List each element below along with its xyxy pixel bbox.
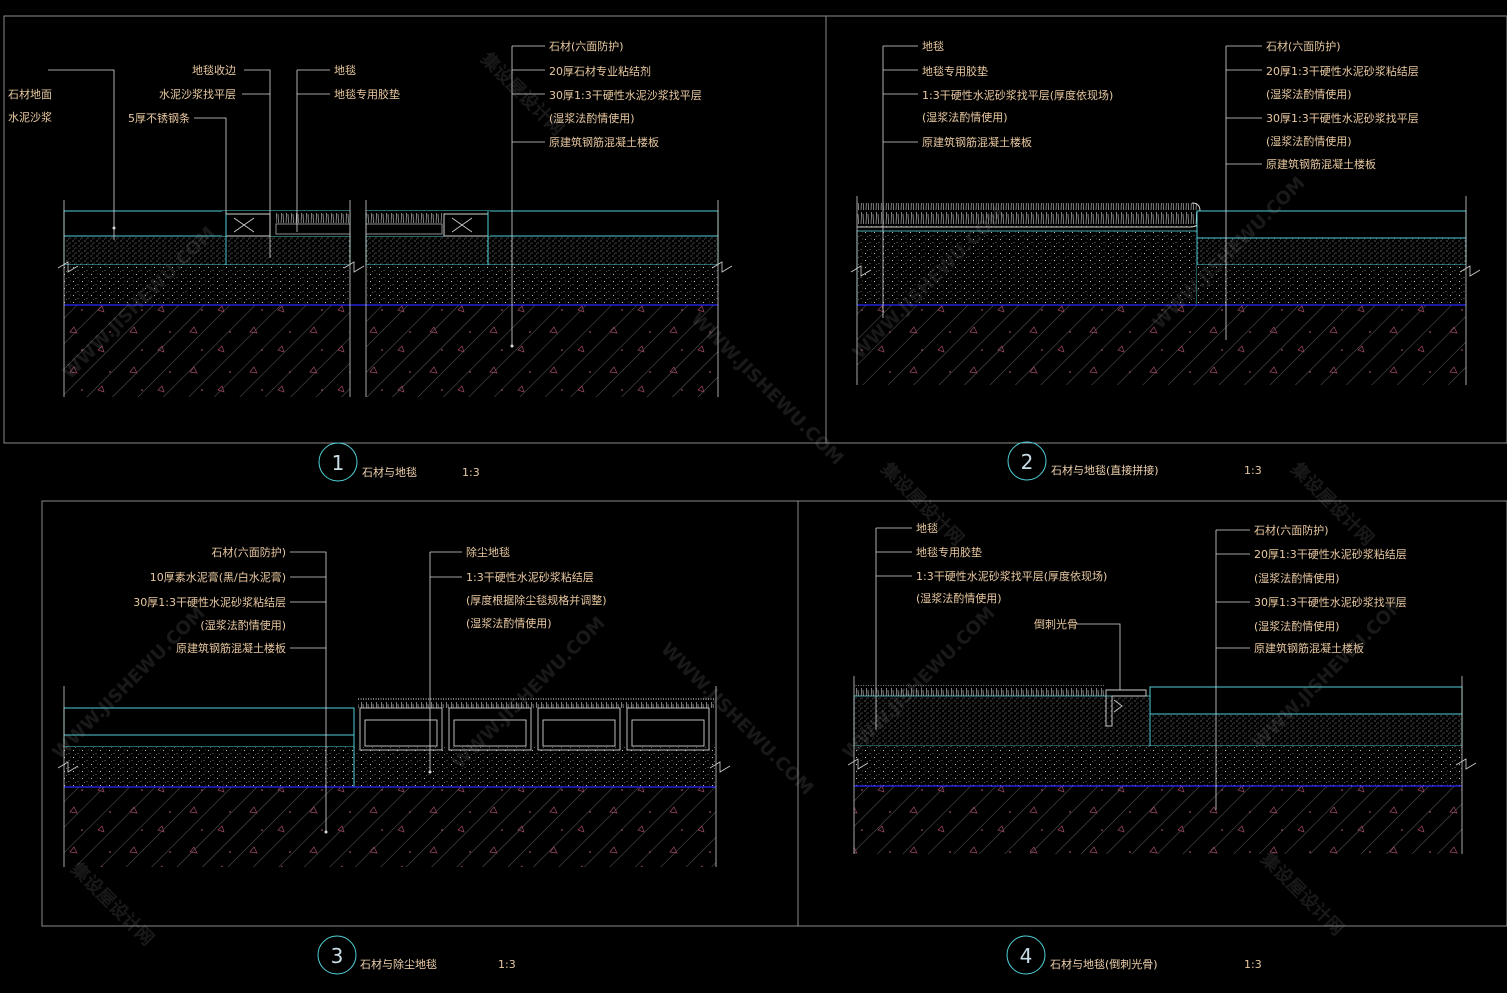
label-d3-right-1: 1:3干硬性水泥砂浆粘结层 (466, 570, 594, 584)
label-d4-left-1: 地毯专用胶垫 (916, 545, 982, 559)
label-d1-mid-2: 5厚不锈钢条 (128, 111, 190, 125)
label-d3-left-3: (湿浆法酌情使用) (200, 618, 286, 632)
label-d1-left-0: 石材地面 (8, 87, 52, 101)
label-d2-left-4: 原建筑钢筋混凝土楼板 (922, 135, 1032, 149)
detail-frames (3, 15, 1507, 927)
detail-1-title-block: 1 石材与地毯 1:3 (318, 442, 480, 482)
label-d4-right-0: 石材(六面防护) (1254, 523, 1329, 537)
label-d1-right-4: 原建筑钢筋混凝土楼板 (549, 135, 659, 149)
label-d1-left-1: 水泥沙浆 (8, 110, 52, 124)
detail-3-section (57, 551, 731, 867)
label-d4-right-3: 30厚1:3干硬性水泥砂浆找平层 (1254, 595, 1407, 609)
detail-number-circle (1007, 441, 1047, 481)
label-d1-mid-1: 水泥沙浆找平层 (159, 87, 236, 101)
detail-2-title: 石材与地毯(直接拼接) (1051, 463, 1159, 477)
detail-4-title-block: 4 石材与地毯(倒刺光骨) 1:3 (1006, 935, 1262, 975)
label-d1-right-0: 石材(六面防护) (549, 39, 624, 53)
label-d2-right-5: 原建筑钢筋混凝土楼板 (1266, 157, 1376, 171)
label-d2-right-2: (湿浆法酌情使用) (1266, 87, 1352, 101)
detail-4-scale: 1:3 (1244, 958, 1262, 971)
label-d2-left-2: 1:3干硬性水泥砂浆找平层(厚度依现场) (922, 88, 1113, 102)
label-d4-left-0: 地毯 (916, 521, 938, 535)
frame-detail-4 (797, 500, 1507, 927)
label-d1-right-2: 30厚1:3干硬性水泥沙浆找平层 (549, 88, 702, 102)
label-d3-left-1: 10厚素水泥膏(黑/白水泥膏) (150, 570, 286, 584)
label-d1-mid-0: 地毯收边 (192, 63, 236, 77)
label-d1-right-3: (湿浆法酌情使用) (549, 111, 635, 125)
label-d1-mid2-1: 地毯专用胶垫 (334, 87, 400, 101)
label-d3-left-0: 石材(六面防护) (211, 545, 286, 559)
detail-3-number: 3 (331, 944, 344, 968)
watermark-cn: 集设屋设计网 (66, 857, 159, 950)
label-d1-right-1: 20厚石材专业粘结剂 (549, 64, 651, 78)
label-d3-right-3: (湿浆法酌情使用) (466, 616, 552, 630)
detail-3-title: 石材与除尘地毯 (360, 957, 437, 971)
frame-detail-2 (825, 15, 1507, 444)
watermark-cn: 集设屋设计网 (876, 457, 969, 550)
label-d4-right-2: (湿浆法酌情使用) (1254, 571, 1340, 585)
detail-3-scale: 1:3 (498, 958, 516, 971)
detail-4-section (847, 527, 1477, 854)
detail-1-labels: 石材地面 水泥沙浆 地毯收边 水泥沙浆找平层 5厚不锈钢条 地毯 地毯专用胶垫 … (8, 39, 702, 149)
label-d2-left-3: (湿浆法酌情使用) (922, 110, 1008, 124)
detail-4-number: 4 (1020, 944, 1033, 968)
label-d2-left-1: 地毯专用胶垫 (922, 64, 988, 78)
detail-2-scale: 1:3 (1244, 464, 1262, 477)
detail-3-title-block: 3 石材与除尘地毯 1:3 (317, 935, 516, 975)
detail-4-title: 石材与地毯(倒刺光骨) (1050, 957, 1158, 971)
label-d4-right-4: (湿浆法酌情使用) (1254, 619, 1340, 633)
label-d2-right-4: (湿浆法酌情使用) (1266, 134, 1352, 148)
label-d3-right-0: 除尘地毯 (466, 545, 510, 559)
detail-2-labels: 地毯 地毯专用胶垫 1:3干硬性水泥砂浆找平层(厚度依现场) (湿浆法酌情使用)… (922, 39, 1419, 171)
label-d3-left-2: 30厚1:3干硬性水泥砂浆粘结层 (133, 595, 286, 609)
detail-2-section (850, 45, 1481, 385)
detail-number-circle (1006, 935, 1046, 975)
label-d2-left-0: 地毯 (922, 39, 944, 53)
label-d2-right-3: 30厚1:3干硬性水泥砂浆找平层 (1266, 111, 1419, 125)
detail-3-labels: 石材(六面防护) 10厚素水泥膏(黑/白水泥膏) 30厚1:3干硬性水泥砂浆粘结… (133, 545, 606, 655)
label-d4-right-5: 原建筑钢筋混凝土楼板 (1254, 641, 1364, 655)
detail-1-section (48, 45, 733, 397)
detail-number-circle (318, 442, 358, 482)
label-d4-left-2: 1:3干硬性水泥砂浆找平层(厚度依现场) (916, 569, 1107, 583)
detail-1-title: 石材与地毯 (362, 465, 417, 479)
label-d4-mid-0: 倒刺光骨 (1034, 617, 1078, 631)
label-d2-right-1: 20厚1:3干硬性水泥砂浆粘结层 (1266, 64, 1419, 78)
detail-1-scale: 1:3 (462, 466, 480, 479)
detail-1-number: 1 (332, 451, 345, 475)
detail-4-labels: 地毯 地毯专用胶垫 1:3干硬性水泥砂浆找平层(厚度依现场) (湿浆法酌情使用)… (916, 521, 1407, 655)
detail-number-circle (317, 935, 357, 975)
label-d3-left-4: 原建筑钢筋混凝土楼板 (176, 641, 286, 655)
label-d3-right-2: (厚度根据除尘毯规格并调整) (466, 593, 607, 607)
label-d4-left-3: (湿浆法酌情使用) (916, 591, 1002, 605)
detail-2-title-block: 2 石材与地毯(直接拼接) 1:3 (1007, 441, 1262, 481)
label-d2-right-0: 石材(六面防护) (1266, 39, 1341, 53)
label-d1-mid2-0: 地毯 (334, 63, 356, 77)
detail-2-number: 2 (1021, 450, 1034, 474)
label-d4-right-1: 20厚1:3干硬性水泥砂浆粘结层 (1254, 547, 1407, 561)
